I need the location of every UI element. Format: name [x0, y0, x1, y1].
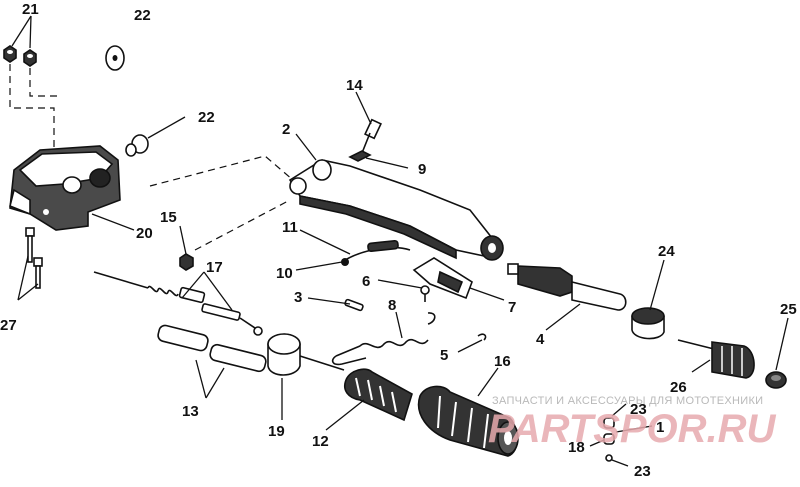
- part-4-throttle-shaft: [507, 263, 627, 311]
- part-8-spring: [331, 312, 436, 366]
- part-24-bushing: [631, 307, 665, 340]
- callout-16: 16: [494, 353, 511, 370]
- callout-15: 15: [160, 209, 177, 226]
- callout-2: 2: [282, 121, 290, 138]
- alignment-line-bracket-tiller: [149, 155, 301, 187]
- callout-20: 20: [136, 225, 153, 242]
- part-27-bolts: [25, 227, 43, 289]
- callout-14: 14: [346, 77, 363, 94]
- part-23-18-1-rivets: [603, 417, 615, 462]
- alignment-line-nut-tiller: [194, 199, 291, 251]
- callout-17: 17: [206, 259, 223, 276]
- part-22-washer-mid: [125, 134, 149, 157]
- part-21-nuts: [3, 45, 37, 67]
- callout-8: 8: [388, 297, 396, 314]
- callout-24: 24: [658, 243, 675, 260]
- part-22-washer-top: [105, 45, 125, 71]
- part-7-switch-bracket: [412, 257, 473, 300]
- watermark-caption: ЗАПЧАСТИ И АКСЕССУАРЫ ДЛЯ МОТОТЕХНИКИ: [492, 395, 763, 407]
- part-11-10-wiring: [341, 239, 411, 266]
- part-26-switch-shaft: [677, 339, 755, 379]
- part-16-grip: [417, 385, 519, 457]
- callout-9: 9: [418, 161, 426, 178]
- part-6-screw: [420, 285, 430, 302]
- callout-21: 21: [22, 1, 39, 18]
- callout-22-top: 22: [134, 7, 151, 24]
- callout-12: 12: [312, 433, 329, 450]
- part-15-nut: [179, 253, 194, 271]
- callout-11: 11: [282, 219, 298, 236]
- part-20-bracket: [9, 145, 121, 231]
- part-17-cable: [93, 271, 263, 336]
- callout-10: 10: [276, 265, 293, 282]
- part-25-cap: [765, 371, 787, 389]
- part-13-sleeves: [157, 324, 267, 373]
- callout-4: 4: [536, 331, 545, 348]
- callout-23-lower: 23: [634, 463, 651, 480]
- part-5-pin: [477, 333, 487, 341]
- callout-27: 27: [0, 317, 17, 334]
- callout-3: 3: [294, 289, 302, 306]
- callout-6: 6: [362, 273, 370, 290]
- part-12-throttle-sleeve: [344, 368, 413, 422]
- part-3-pin: [344, 298, 364, 312]
- callout-1: 1: [656, 419, 664, 436]
- callout-labels: 21 22 22 14 2 9 20 15 11 10 6 17 24 3 8 …: [0, 1, 797, 480]
- part-19-collar: [267, 333, 345, 376]
- callout-26: 26: [670, 379, 687, 396]
- callout-23-upper: 23: [630, 401, 647, 418]
- callout-5: 5: [440, 347, 448, 364]
- watermark-logo: PARTSPOR.RU: [488, 407, 777, 451]
- callout-18: 18: [568, 439, 585, 456]
- part-2-tiller-arm: [288, 159, 504, 261]
- callout-19: 19: [268, 423, 285, 440]
- callout-7: 7: [508, 299, 516, 316]
- alignment-lines-21: [9, 64, 62, 150]
- part-9-clip: [348, 150, 372, 162]
- callout-13: 13: [182, 403, 199, 420]
- callout-25: 25: [780, 301, 797, 318]
- leader-lines: [11, 15, 789, 467]
- callout-22-mid: 22: [198, 109, 215, 126]
- watermark: ЗАПЧАСТИ И АКСЕССУАРЫ ДЛЯ МОТОТЕХНИКИ PA…: [488, 395, 777, 451]
